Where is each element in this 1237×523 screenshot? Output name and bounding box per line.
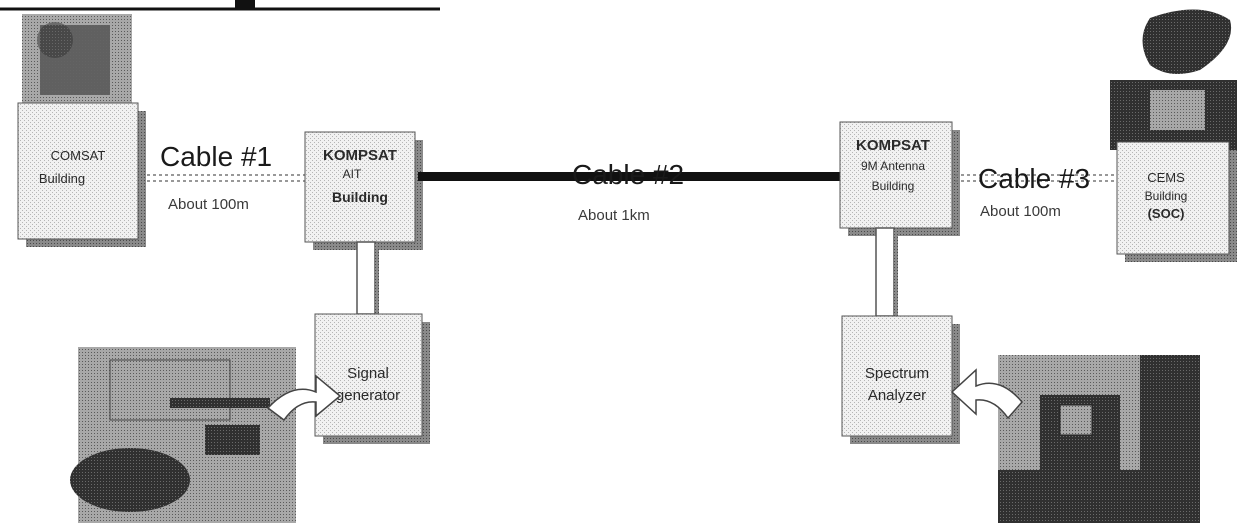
- cable-3-distance: About 100m: [980, 203, 1061, 220]
- comsat-building-box: COMSAT Building: [18, 103, 146, 247]
- ait-line2: AIT: [343, 167, 362, 181]
- cable-2: Cable #2 About 1km: [418, 159, 840, 224]
- antenna-line2: 9M Antenna: [861, 159, 925, 173]
- antenna-to-spectrum-connector: [876, 228, 898, 316]
- cable-3-label: Cable #3: [978, 163, 1090, 194]
- signal-generator-line1: Signal: [347, 365, 389, 382]
- cems-line1: CEMS: [1147, 170, 1185, 185]
- cable-1-distance: About 100m: [168, 196, 249, 213]
- ait-building-box: KOMPSAT AIT Building: [305, 132, 423, 250]
- antenna-line3: Building: [872, 179, 915, 193]
- ait-line1: KOMPSAT: [323, 147, 397, 164]
- comsat-line2: Building: [39, 171, 85, 186]
- antenna-building-box: KOMPSAT 9M Antenna Building: [840, 122, 960, 236]
- cable-1-label: Cable #1: [160, 141, 272, 172]
- cable-3: Cable #3 About 100m: [955, 163, 1122, 220]
- cable-2-label: Cable #2: [572, 159, 684, 190]
- cems-line2: Building: [1145, 189, 1188, 203]
- spectrum-analyzer-line1: Spectrum: [865, 365, 929, 382]
- signal-generator-line2: generator: [336, 387, 400, 404]
- ait-line3: Building: [332, 189, 388, 205]
- antenna-line1: KOMPSAT: [856, 137, 930, 154]
- cems-building-box: CEMS Building (SOC): [1117, 142, 1237, 262]
- spectrum-analyzer-line2: Analyzer: [868, 387, 926, 404]
- top-rule-tab: [235, 0, 255, 10]
- signal-generator-photo: [70, 347, 296, 523]
- spectrum-analyzer-box: Spectrum Analyzer: [842, 316, 960, 444]
- cems-line3: (SOC): [1148, 206, 1185, 221]
- cems-photo: [1110, 9, 1237, 150]
- cable-1: Cable #1 About 100m: [147, 141, 305, 213]
- comsat-line1: COMSAT: [51, 148, 106, 163]
- cable-2-distance: About 1km: [578, 207, 650, 224]
- ait-to-signal-connector: [357, 242, 379, 314]
- signal-generator-box: Signal generator: [315, 314, 430, 444]
- spectrum-analyzer-photo: [998, 355, 1200, 523]
